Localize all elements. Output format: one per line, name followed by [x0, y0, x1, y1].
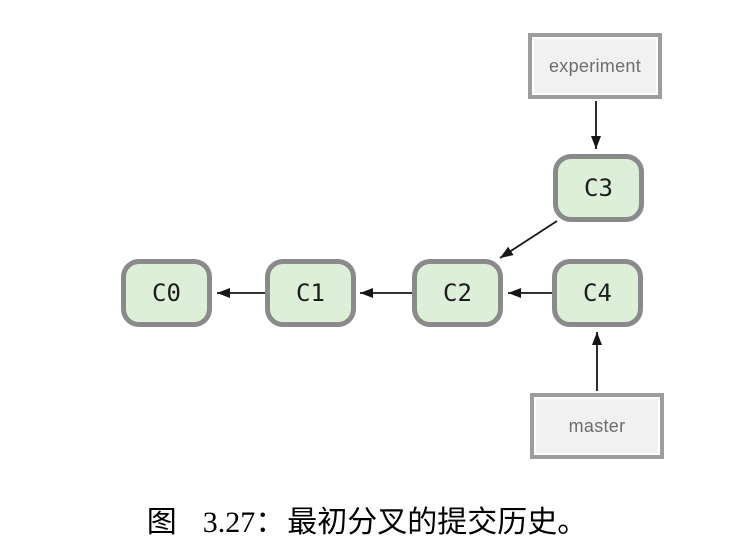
branch-label-master-text: master	[568, 415, 626, 436]
arrow-c3-to-c2	[499, 220, 558, 259]
commit-node-c0: C0	[121, 259, 212, 327]
figure-caption-prefix: 图	[146, 506, 177, 539]
commit-node-c1: C1	[265, 259, 356, 327]
commit-node-c1-label: C1	[296, 279, 325, 307]
commit-node-c2-label: C2	[443, 279, 472, 307]
commit-node-c0-label: C0	[152, 279, 181, 307]
commit-node-c3-label: C3	[584, 174, 613, 202]
commit-node-c2: C2	[412, 259, 503, 327]
figure-caption: 图 3.27：最初分叉的提交历史。	[0, 503, 734, 543]
commit-node-c3: C3	[553, 154, 644, 222]
branch-label-experiment-text: experiment	[548, 55, 642, 76]
figure-caption-text: 最初分叉的提交历史。	[287, 506, 588, 539]
commit-node-c4: C4	[552, 259, 643, 327]
figure-caption-number: 3.27：	[202, 506, 286, 539]
branch-label-master: master	[530, 393, 664, 459]
branch-label-experiment: experiment	[528, 33, 662, 99]
commit-node-c4-label: C4	[583, 279, 612, 307]
